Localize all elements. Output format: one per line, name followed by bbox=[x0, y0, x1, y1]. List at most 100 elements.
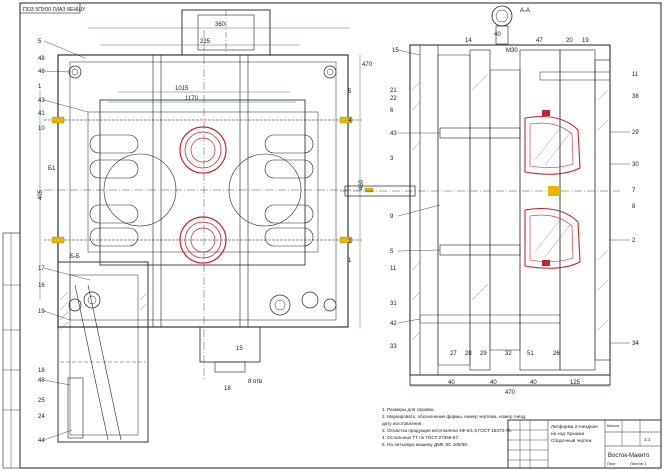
title-sheet: Лист bbox=[607, 461, 616, 466]
svg-text:29: 29 bbox=[632, 130, 639, 136]
section-hatch bbox=[411, 73, 609, 341]
svg-text:5: 5 bbox=[38, 39, 42, 45]
svg-text:34: 34 bbox=[632, 341, 639, 347]
svg-text:32: 32 bbox=[505, 351, 512, 357]
svg-text:41: 41 bbox=[38, 111, 45, 117]
svg-text:18: 18 bbox=[224, 386, 231, 392]
svg-text:19: 19 bbox=[38, 309, 45, 315]
title-mass-label: Масса bbox=[607, 423, 620, 428]
title-scale: 1:1 bbox=[644, 437, 651, 442]
svg-text:1: 1 bbox=[348, 258, 352, 264]
svg-text:460: 460 bbox=[359, 179, 365, 190]
svg-text:470: 470 bbox=[505, 390, 516, 396]
svg-text:20: 20 bbox=[566, 38, 573, 44]
svg-text:48: 48 bbox=[38, 56, 45, 62]
svg-text:15: 15 bbox=[392, 48, 399, 54]
svg-text:44: 44 bbox=[38, 438, 45, 444]
svg-text:28: 28 bbox=[465, 351, 472, 357]
svg-text:7: 7 bbox=[632, 188, 636, 194]
svg-text:4. Остальные ТТ по ГОСТ 27358-: 4. Остальные ТТ по ГОСТ 27358-87. bbox=[382, 435, 459, 440]
svg-text:8: 8 bbox=[632, 204, 636, 210]
svg-text:19: 19 bbox=[582, 38, 589, 44]
right-leaders bbox=[397, 49, 630, 344]
svg-text:48: 48 bbox=[38, 378, 45, 384]
svg-text:47: 47 bbox=[536, 38, 543, 44]
title-line-1: Литформа 2-гнездная bbox=[551, 424, 598, 429]
svg-text:22: 22 bbox=[390, 96, 397, 102]
title-sheets-total: Листов 1 bbox=[630, 461, 647, 466]
title-block bbox=[507, 419, 662, 469]
svg-text:40: 40 bbox=[530, 380, 537, 386]
right-dimensions: 40 40 40 125 470 bbox=[410, 380, 610, 396]
right-callouts: 15 14 47 20 19 11 38 21 22 6 43 3 29 30 … bbox=[390, 38, 639, 357]
svg-text:360: 360 bbox=[215, 22, 226, 28]
stamp-box bbox=[19, 2, 81, 14]
svg-text:3: 3 bbox=[390, 156, 394, 162]
svg-text:40: 40 bbox=[448, 380, 455, 386]
svg-text:5: 5 bbox=[348, 89, 352, 95]
middle-callouts: 5 4 2 1 bbox=[348, 89, 352, 264]
svg-text:40: 40 bbox=[494, 32, 501, 38]
svg-text:Б1: Б1 bbox=[48, 166, 56, 172]
svg-text:42: 42 bbox=[390, 321, 397, 327]
svg-text:29: 29 bbox=[480, 351, 487, 357]
stamp-text: ПОЗ 5ПУ00 ГИАЗ 8ЕНШУ bbox=[23, 7, 86, 13]
svg-text:3. Оснастка продукция изготовл: 3. Оснастка продукция изготовлена 4Ф-5/1… bbox=[382, 428, 512, 433]
svg-text:51: 51 bbox=[527, 351, 534, 357]
svg-text:125: 125 bbox=[570, 380, 581, 386]
technical-notes: 1. Размеры для справок. 2. Маркировать: … bbox=[382, 407, 526, 447]
svg-text:8 отв: 8 отв bbox=[248, 379, 262, 385]
left-leaders bbox=[43, 40, 91, 441]
bolt-heads bbox=[51, 116, 374, 244]
svg-text:9: 9 bbox=[390, 214, 394, 220]
svg-text:21: 21 bbox=[390, 88, 397, 94]
svg-text:31: 31 bbox=[390, 301, 397, 307]
svg-text:15: 15 bbox=[236, 346, 243, 352]
svg-text:18: 18 bbox=[38, 368, 45, 374]
plan-view bbox=[44, 9, 362, 380]
svg-text:16: 16 bbox=[38, 283, 45, 289]
sheet-frame bbox=[19, 2, 662, 469]
cavity-sections bbox=[524, 115, 581, 269]
title-line-2: на ход: Крышка bbox=[551, 431, 585, 436]
section-right-label: А-А bbox=[520, 8, 530, 14]
section-aa-view bbox=[340, 5, 620, 386]
svg-text:405: 405 bbox=[38, 189, 44, 200]
svg-text:6: 6 bbox=[390, 108, 394, 114]
svg-text:10: 10 bbox=[38, 126, 45, 132]
svg-text:33: 33 bbox=[390, 344, 397, 350]
svg-text:4: 4 bbox=[348, 118, 352, 124]
left-dimensions: 360 225 1015 1170 470 460 405 Б1 15 18 8… bbox=[38, 22, 373, 392]
svg-text:11: 11 bbox=[390, 266, 397, 272]
svg-text:2: 2 bbox=[632, 238, 636, 244]
svg-text:43: 43 bbox=[390, 131, 397, 137]
svg-text:5: 5 bbox=[390, 249, 394, 255]
svg-text:2: 2 bbox=[348, 239, 352, 245]
title-company: Восток-Макито bbox=[608, 453, 650, 459]
ejector-parts bbox=[542, 110, 560, 266]
svg-text:17: 17 bbox=[38, 266, 45, 272]
svg-text:40: 40 bbox=[490, 380, 497, 386]
svg-text:26: 26 bbox=[553, 351, 560, 357]
svg-text:470: 470 bbox=[362, 62, 373, 68]
left-margin-strip bbox=[2, 232, 21, 469]
cavity-hatch bbox=[534, 127, 571, 258]
svg-text:43: 43 bbox=[38, 98, 45, 104]
svg-text:5. На литьевую машину ДМК ЭС 1: 5. На литьевую машину ДМК ЭС 105/90. bbox=[382, 442, 468, 447]
svg-text:27: 27 bbox=[450, 351, 457, 357]
svg-text:дату изготовления.: дату изготовления. bbox=[382, 421, 423, 426]
svg-text:1015: 1015 bbox=[175, 86, 189, 92]
svg-text:1170: 1170 bbox=[185, 96, 199, 102]
svg-text:14: 14 bbox=[465, 38, 472, 44]
svg-text:25: 25 bbox=[38, 398, 45, 404]
svg-text:М30: М30 bbox=[506, 48, 518, 54]
svg-text:46: 46 bbox=[38, 69, 45, 75]
svg-text:2. Маркировать: обозначение фо: 2. Маркировать: обозначение формы, номер… bbox=[382, 414, 526, 419]
svg-text:30: 30 bbox=[632, 162, 639, 168]
inset-hatch bbox=[59, 291, 147, 331]
left-callouts: 5 48 46 1 43 41 10 17 16 19 18 48 25 24 … bbox=[38, 39, 45, 444]
svg-text:1: 1 bbox=[38, 84, 42, 90]
section-left-label: Б-Б bbox=[70, 254, 80, 260]
svg-text:24: 24 bbox=[38, 414, 45, 420]
